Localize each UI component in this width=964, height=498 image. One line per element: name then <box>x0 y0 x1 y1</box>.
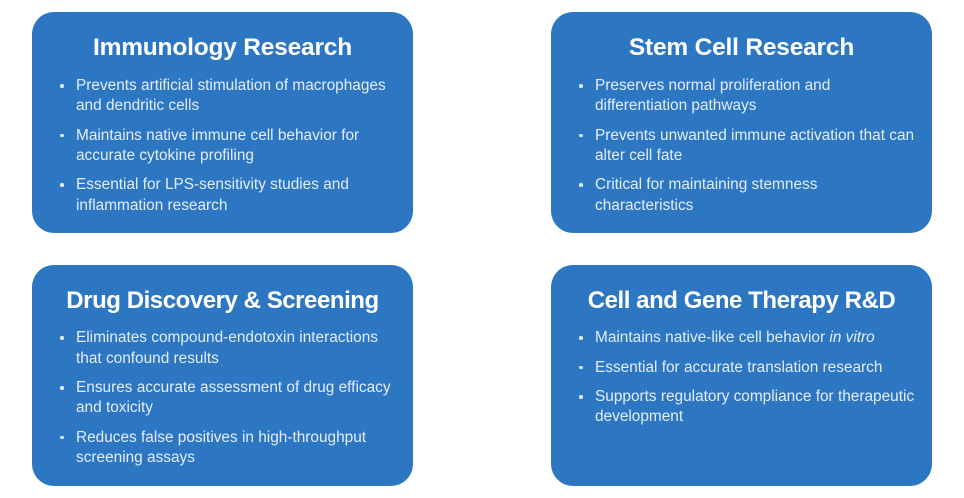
bullet-text-plain: Maintains native-like cell behavior <box>595 329 830 347</box>
bullet-text: Maintains native immune cell behavior fo… <box>76 126 360 164</box>
bullet-dot-icon <box>60 435 64 440</box>
list-item: Essential for LPS-sensitivity studies an… <box>58 175 397 216</box>
list-item: Ensures accurate assessment of drug effi… <box>58 378 397 419</box>
bullet-dot-icon <box>60 183 64 187</box>
bullet-text: Eliminates compound-endotoxin interactio… <box>76 329 378 367</box>
list-item: Prevents unwanted immune activation that… <box>577 126 916 167</box>
card-cell-gene-therapy: Cell and Gene Therapy R&D Maintains nati… <box>551 265 932 486</box>
list-item: Prevents artificial stimulation of macro… <box>58 76 397 117</box>
card-stem-cell-research: Stem Cell Research Preserves normal prol… <box>551 12 932 233</box>
cards-grid: Immunology Research Prevents artificial … <box>32 12 932 486</box>
bullet-text: Prevents unwanted immune activation that… <box>595 126 915 164</box>
list-item: Critical for maintaining stemness charac… <box>577 175 916 216</box>
card-title-immunology: Immunology Research <box>93 34 352 61</box>
bullet-text: Maintains native-like cell behavior in v… <box>595 328 916 348</box>
card-immunology-research: Immunology Research Prevents artificial … <box>32 12 413 233</box>
bullet-text: Critical for maintaining stemness charac… <box>595 176 818 214</box>
bullet-text: Reduces false positives in high-throughp… <box>76 428 367 466</box>
bullet-dot-icon <box>579 394 583 399</box>
card-title-cell-gene-therapy: Cell and Gene Therapy R&D <box>587 287 896 314</box>
bullet-text: Preserves normal proliferation and diffe… <box>595 76 831 115</box>
bullet-list-immunology: Prevents artificial stimulation of macro… <box>48 76 397 216</box>
list-item: Essential for accurate translation resea… <box>577 358 916 378</box>
bullet-dot-icon <box>579 336 583 340</box>
card-drug-discovery-screening: Drug Discovery & Screening Eliminates co… <box>32 265 413 486</box>
bullet-text: Essential for LPS-sensitivity studies an… <box>76 176 349 214</box>
list-item: Reduces false positives in high-throughp… <box>58 428 397 469</box>
bullet-dot-icon <box>60 83 64 88</box>
bullet-dot-icon <box>60 336 64 340</box>
card-title-stem-cell: Stem Cell Research <box>628 34 855 61</box>
list-item: Supports regulatory compliance for thera… <box>577 387 916 428</box>
bullet-text-italic-term: in vitro <box>829 329 875 347</box>
bullet-text: Essential for accurate translation resea… <box>595 358 883 376</box>
bullet-dot-icon <box>60 133 64 138</box>
bullet-list-cell-gene-therapy: Maintains native-like cell behavior in v… <box>567 328 916 427</box>
bullet-dot-icon <box>579 183 583 187</box>
list-item: Maintains native-like cell behavior in v… <box>577 328 916 348</box>
bullet-dot-icon <box>60 385 64 390</box>
card-title-drug-discovery: Drug Discovery & Screening <box>66 287 379 314</box>
bullet-text: Supports regulatory compliance for thera… <box>595 387 915 426</box>
list-item: Maintains native immune cell behavior fo… <box>58 126 397 167</box>
list-item: Eliminates compound-endotoxin interactio… <box>58 328 397 369</box>
bullet-list-drug-discovery: Eliminates compound-endotoxin interactio… <box>48 328 397 468</box>
bullet-dot-icon <box>579 133 583 138</box>
bullet-text: Prevents artificial stimulation of macro… <box>76 76 386 115</box>
bullet-dot-icon <box>579 365 583 370</box>
bullet-list-stem-cell: Preserves normal proliferation and diffe… <box>567 76 916 216</box>
bullet-text: Ensures accurate assessment of drug effi… <box>76 378 391 417</box>
list-item: Preserves normal proliferation and diffe… <box>577 76 916 117</box>
bullet-dot-icon <box>579 83 583 88</box>
